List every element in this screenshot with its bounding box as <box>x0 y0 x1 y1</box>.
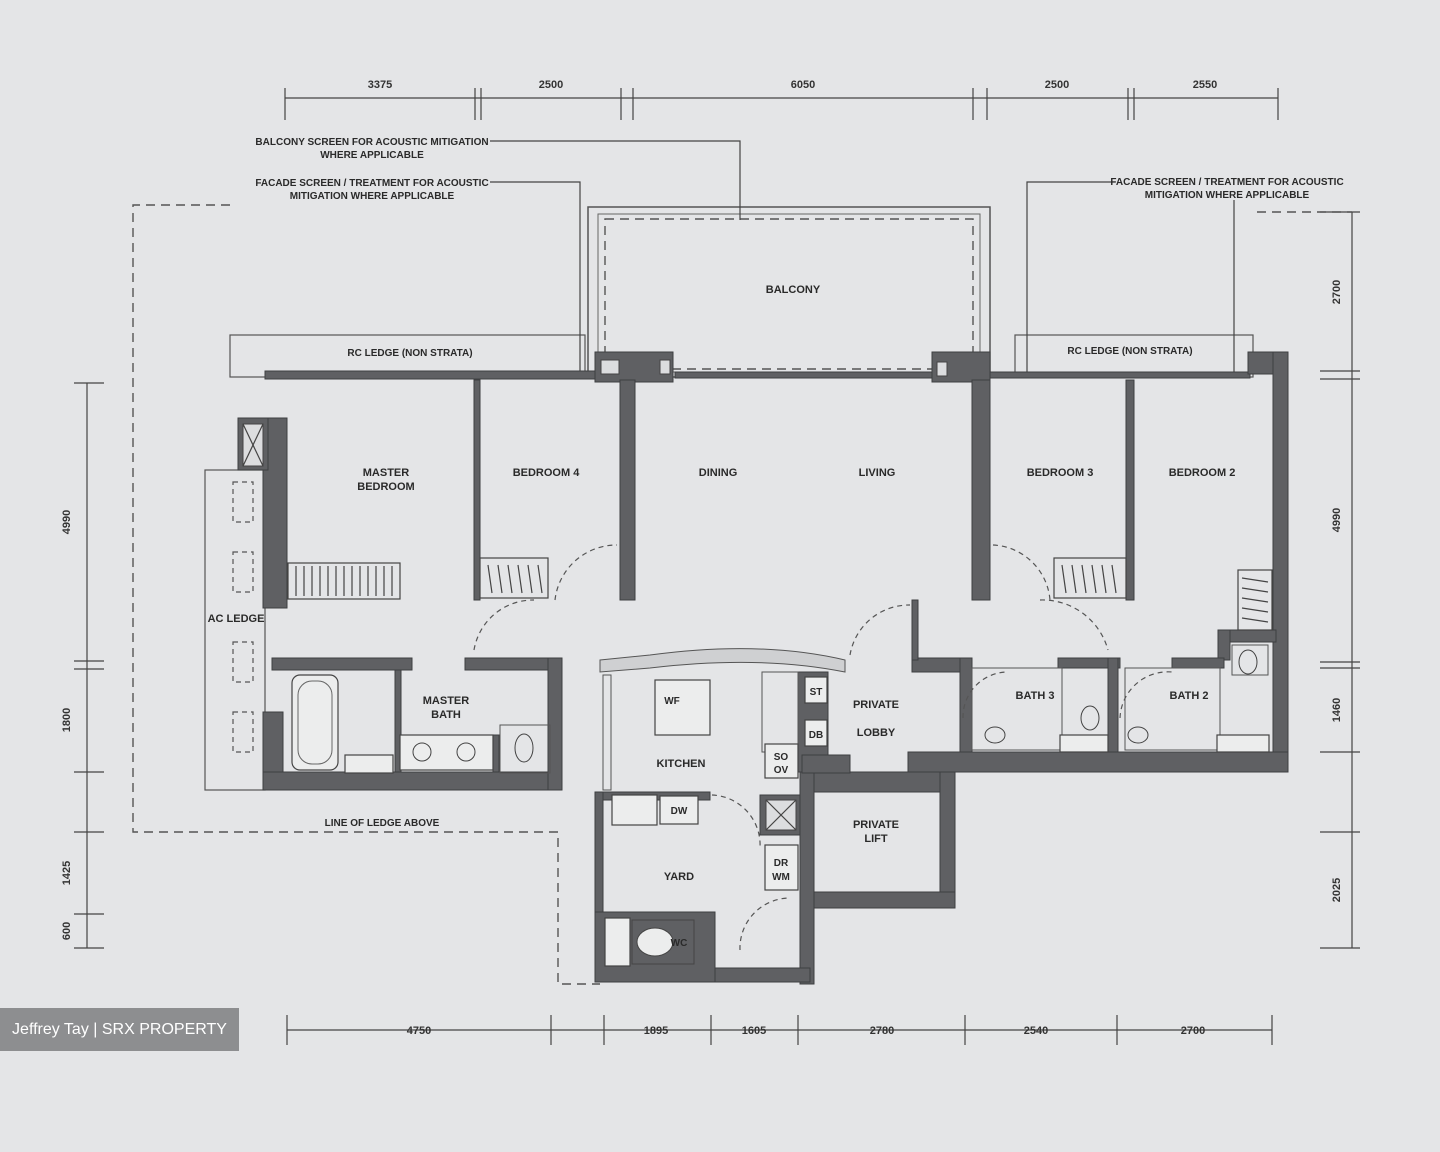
dw-label: DW <box>671 806 688 817</box>
balcony-screen-note-2: WHERE APPLICABLE <box>320 150 424 161</box>
private-lift-label-1: PRIVATE <box>853 819 899 831</box>
facade-right-leader-1 <box>1026 181 1115 378</box>
facade-left-note-1: FACADE SCREEN / TREATMENT FOR ACOUSTIC <box>255 178 488 189</box>
right-dimensions: 2700 4990 1460 2025 <box>1320 211 1360 949</box>
facade-left-note-2: MITIGATION WHERE APPLICABLE <box>290 191 455 202</box>
dim-top-2: 2500 <box>539 79 563 91</box>
bath-fixtures <box>291 644 1270 967</box>
private-lift-label-2: LIFT <box>864 833 887 845</box>
bedroom4-label: BEDROOM 4 <box>513 467 581 479</box>
wm-label: WM <box>772 872 790 883</box>
dim-bottom-1: 4750 <box>407 1025 431 1037</box>
facade-left-leader <box>490 181 581 378</box>
ac-ledge-label: AC LEDGE <box>208 613 265 625</box>
dim-left-3: 1425 <box>61 861 73 885</box>
dim-top-3: 6050 <box>791 79 815 91</box>
top-dimensions: 3375 2500 6050 2500 2550 <box>284 79 1279 120</box>
rc-ledge-right-label: RC LEDGE (NON STRATA) <box>1067 346 1192 357</box>
doors <box>473 544 1173 951</box>
balcony-screen-note-1: BALCONY SCREEN FOR ACOUSTIC MITIGATION <box>255 137 488 148</box>
dr-label: DR <box>774 858 789 869</box>
facade-right-note-1: FACADE SCREEN / TREATMENT FOR ACOUSTIC <box>1110 177 1343 188</box>
wardrobe-bedroom2 <box>1237 569 1273 631</box>
wardrobe-bedroom4 <box>479 557 549 599</box>
column-box-left <box>600 359 620 375</box>
dim-left-2: 1800 <box>61 708 73 732</box>
balcony-screen-leader <box>490 140 741 220</box>
wardrobe-bedroom3 <box>1053 557 1127 599</box>
bath2-label: BATH 2 <box>1170 690 1209 702</box>
balcony-label: BALCONY <box>766 284 821 296</box>
so-label: SO <box>774 752 789 763</box>
master-bath-label-2: BATH <box>431 709 461 721</box>
wardrobe-master <box>287 562 401 600</box>
dim-bottom-2: 1895 <box>644 1025 668 1037</box>
dim-top-4: 2500 <box>1045 79 1069 91</box>
db-label: DB <box>809 730 823 741</box>
line-of-ledge-label: LINE OF LEDGE ABOVE <box>325 818 440 829</box>
yard-label: YARD <box>664 871 694 883</box>
master-bedroom-label-2: BEDROOM <box>357 481 414 493</box>
bath3-label: BATH 3 <box>1016 690 1055 702</box>
rc-ledge-left-label: RC LEDGE (NON STRATA) <box>347 348 472 359</box>
watermark: Jeffrey Tay | SRX PROPERTY <box>0 1008 239 1051</box>
private-lobby-label-1: PRIVATE <box>853 699 899 711</box>
living-label: LIVING <box>859 467 896 479</box>
dim-top-5: 2550 <box>1193 79 1217 91</box>
dim-bottom-6: 2700 <box>1181 1025 1205 1037</box>
st-label: ST <box>810 687 823 698</box>
bottom-dimensions: 4750 1895 1605 2780 2540 2700 <box>286 1015 1273 1045</box>
master-bath-label-1: MASTER <box>423 695 470 707</box>
facade-right-note-2: MITIGATION WHERE APPLICABLE <box>1145 190 1310 201</box>
kitchen-label: KITCHEN <box>657 758 706 770</box>
ledge-outline <box>132 204 600 985</box>
private-lobby-label-2: LOBBY <box>857 727 896 739</box>
dim-top-1: 3375 <box>368 79 392 91</box>
dim-bottom-5: 2540 <box>1024 1025 1048 1037</box>
dim-bottom-3: 1605 <box>742 1025 766 1037</box>
wf-label: WF <box>664 696 680 707</box>
master-bedroom-label-1: MASTER <box>363 467 410 479</box>
dim-bottom-4: 2780 <box>870 1025 894 1037</box>
dim-right-4: 2025 <box>1331 878 1343 902</box>
dim-right-3: 1460 <box>1331 698 1343 722</box>
dim-right-1: 2700 <box>1331 280 1343 304</box>
bedroom2-label: BEDROOM 2 <box>1169 467 1236 479</box>
dim-left-1: 4990 <box>61 510 73 534</box>
dim-left-4: 600 <box>61 922 73 940</box>
left-dimensions: 4990 1800 1425 600 <box>61 382 104 949</box>
ov-label: OV <box>774 765 789 776</box>
dining-label: DINING <box>699 467 738 479</box>
kitchen-fixtures <box>599 648 846 891</box>
bedroom3-label: BEDROOM 3 <box>1027 467 1094 479</box>
ac-ledge <box>204 469 266 791</box>
wc-label: WC <box>671 938 688 949</box>
dim-right-2: 4990 <box>1331 508 1343 532</box>
